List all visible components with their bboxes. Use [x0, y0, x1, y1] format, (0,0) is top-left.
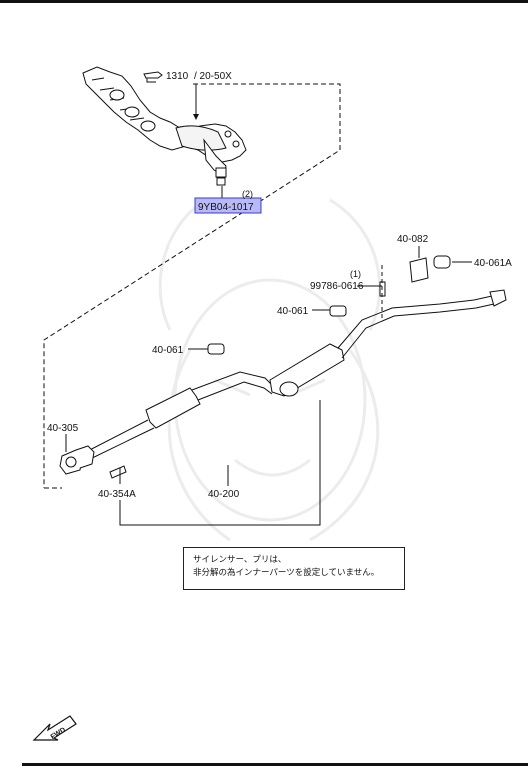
part-label-40-200[interactable]: 40-200 [208, 489, 240, 500]
bolt-40-354A [109, 465, 127, 479]
qty-label-1: (1) [350, 269, 361, 279]
watermark-crest [158, 198, 382, 542]
hanger-40-061-upper [329, 305, 347, 317]
highlight-box [194, 197, 262, 214]
note-line-1: サイレンサー、プリは、 [193, 555, 287, 565]
dashed-frame [43, 83, 341, 488]
ref-number-label: 1310 [166, 71, 189, 82]
pointing-hand-icon [143, 71, 163, 83]
note-box: サイレンサー、プリは、 非分解の為インナーパーツを設定していません。 [183, 547, 405, 590]
part-label-40-082[interactable]: 40-082 [397, 234, 429, 245]
part-label-40-354A[interactable]: 40-354A [98, 489, 136, 500]
exhaust-pipe [77, 289, 507, 463]
qty-label-2: (2) [242, 189, 253, 199]
ref-suffix-label: / 20-50X [194, 71, 232, 82]
bottom-rule [22, 763, 528, 766]
hanger-40-061-lower [207, 343, 225, 355]
hanger-40-061A [433, 255, 451, 269]
ref-leader-arrow [193, 114, 199, 120]
flange-gasket [59, 445, 95, 475]
part-label-99786-0616[interactable]: 99786-0616 [310, 281, 364, 292]
part-label-40-061A[interactable]: 40-061A [474, 258, 512, 269]
part-label-40-305[interactable]: 40-305 [47, 423, 79, 434]
fwd-arrow-icon: FWD [32, 715, 77, 741]
bracket-40-082 [409, 257, 429, 283]
part-label-40-061-upper[interactable]: 40-061 [277, 306, 309, 317]
exhaust-manifold [82, 66, 247, 177]
leader-lines [65, 246, 472, 526]
part-number-9YB04-1017[interactable]: 9YB04-1017 [198, 202, 254, 213]
top-rule [0, 0, 528, 3]
manifold-nut [215, 167, 227, 186]
part-label-40-061-lower[interactable]: 40-061 [152, 345, 184, 356]
note-line-2: 非分解の為インナーパーツを設定していません。 [193, 568, 380, 578]
